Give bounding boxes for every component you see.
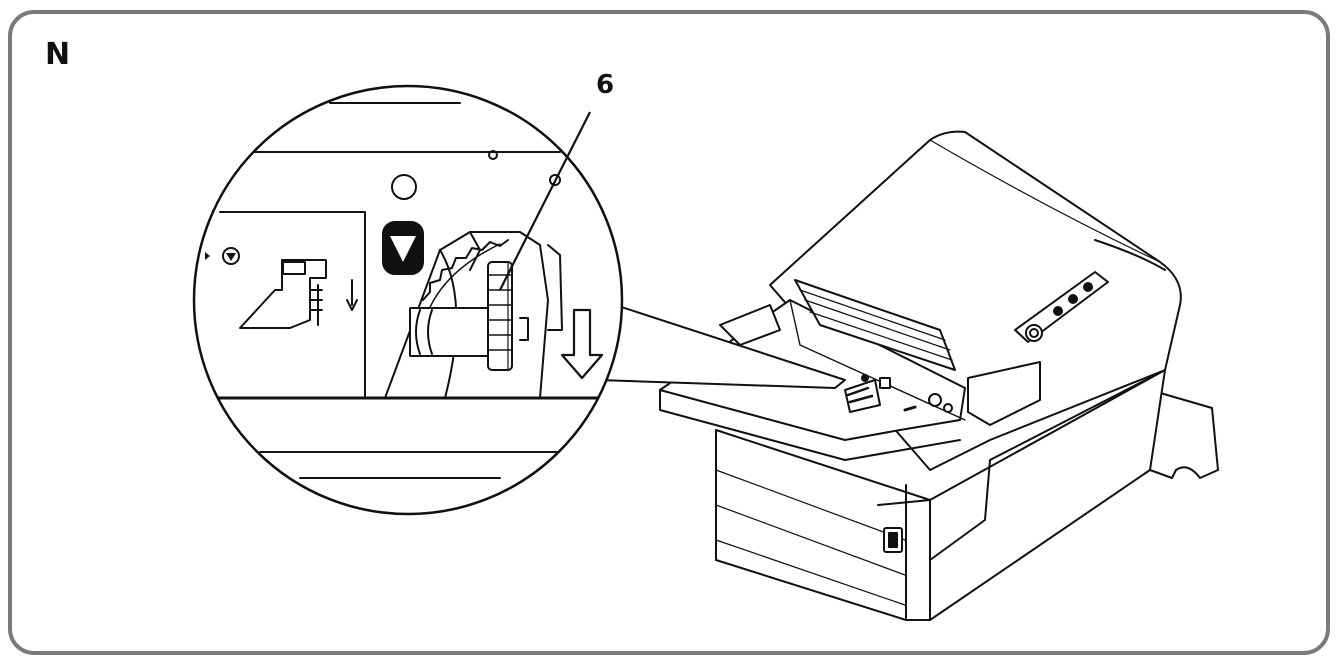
led-power (1053, 306, 1063, 316)
gear-teeth (422, 239, 509, 301)
label-panel (219, 211, 366, 399)
step-letter: N (45, 37, 71, 72)
zoom-detail (192, 84, 624, 516)
cutter-pictogram (239, 259, 327, 329)
pictogram-arrow-down (346, 279, 358, 311)
small-triangle-icon (222, 247, 240, 265)
callout-number: 6 (596, 70, 615, 100)
led-error (1068, 294, 1078, 304)
printer-stand (1149, 389, 1219, 479)
callout-leader-line (499, 111, 591, 291)
printer (659, 130, 1219, 621)
gear-knob (487, 261, 513, 371)
screw-hole (391, 174, 417, 200)
cover-lever (967, 361, 1041, 426)
gear-shaft (409, 307, 491, 357)
printer-lower-body (715, 369, 1166, 621)
arrow-down-icon (560, 308, 604, 380)
gear-target (844, 379, 881, 413)
feed-button (1025, 324, 1043, 342)
led-paper (1083, 282, 1093, 292)
